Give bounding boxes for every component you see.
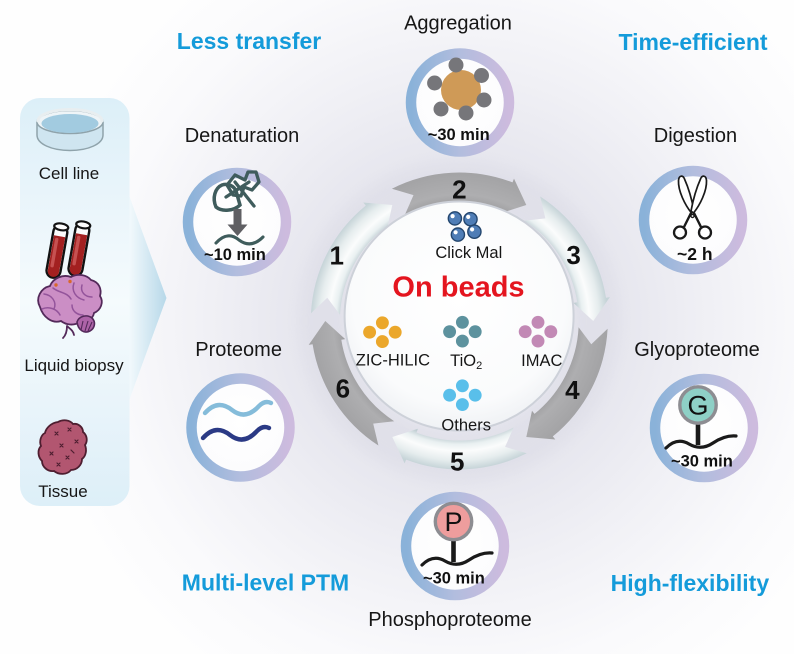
svg-text:Multi-level PTM: Multi-level PTM bbox=[182, 570, 349, 596]
svg-text:2: 2 bbox=[452, 174, 466, 204]
svg-text:Proteome: Proteome bbox=[195, 339, 282, 361]
svg-text:IMAC: IMAC bbox=[521, 352, 562, 370]
svg-text:1: 1 bbox=[329, 240, 343, 270]
svg-text:~30 min: ~30 min bbox=[671, 453, 733, 471]
svg-text:Digestion: Digestion bbox=[654, 125, 737, 147]
svg-text:~30 min: ~30 min bbox=[428, 126, 490, 144]
svg-text:6: 6 bbox=[336, 373, 350, 403]
svg-text:~10 min: ~10 min bbox=[204, 246, 266, 264]
svg-text:Liquid biopsy: Liquid biopsy bbox=[24, 356, 124, 375]
svg-text:Denaturation: Denaturation bbox=[185, 125, 300, 147]
svg-text:Glyoproteome: Glyoproteome bbox=[634, 339, 760, 361]
svg-text:G: G bbox=[687, 391, 708, 421]
svg-text:3: 3 bbox=[566, 240, 580, 270]
svg-text:Others: Others bbox=[441, 417, 491, 435]
svg-text:Aggregation: Aggregation bbox=[404, 13, 512, 35]
svg-text:Less transfer: Less transfer bbox=[177, 28, 322, 54]
svg-text:ZIC-HILIC: ZIC-HILIC bbox=[356, 352, 430, 370]
svg-text:~2 h: ~2 h bbox=[677, 244, 713, 264]
svg-text:~30 min: ~30 min bbox=[423, 570, 485, 588]
svg-text:4: 4 bbox=[565, 375, 580, 405]
svg-text:Phosphoproteome: Phosphoproteome bbox=[368, 609, 531, 631]
svg-text:On beads: On beads bbox=[392, 272, 524, 304]
svg-text:Time-efficient: Time-efficient bbox=[618, 29, 767, 55]
svg-text:Tissue: Tissue bbox=[38, 482, 87, 501]
svg-text:P: P bbox=[444, 507, 462, 537]
svg-text:Click Mal: Click Mal bbox=[435, 244, 502, 262]
svg-text:5: 5 bbox=[450, 446, 464, 476]
svg-text:Cell line: Cell line bbox=[39, 164, 99, 183]
svg-text:TiO2: TiO2 bbox=[450, 352, 482, 372]
svg-text:High-flexibility: High-flexibility bbox=[611, 570, 770, 596]
